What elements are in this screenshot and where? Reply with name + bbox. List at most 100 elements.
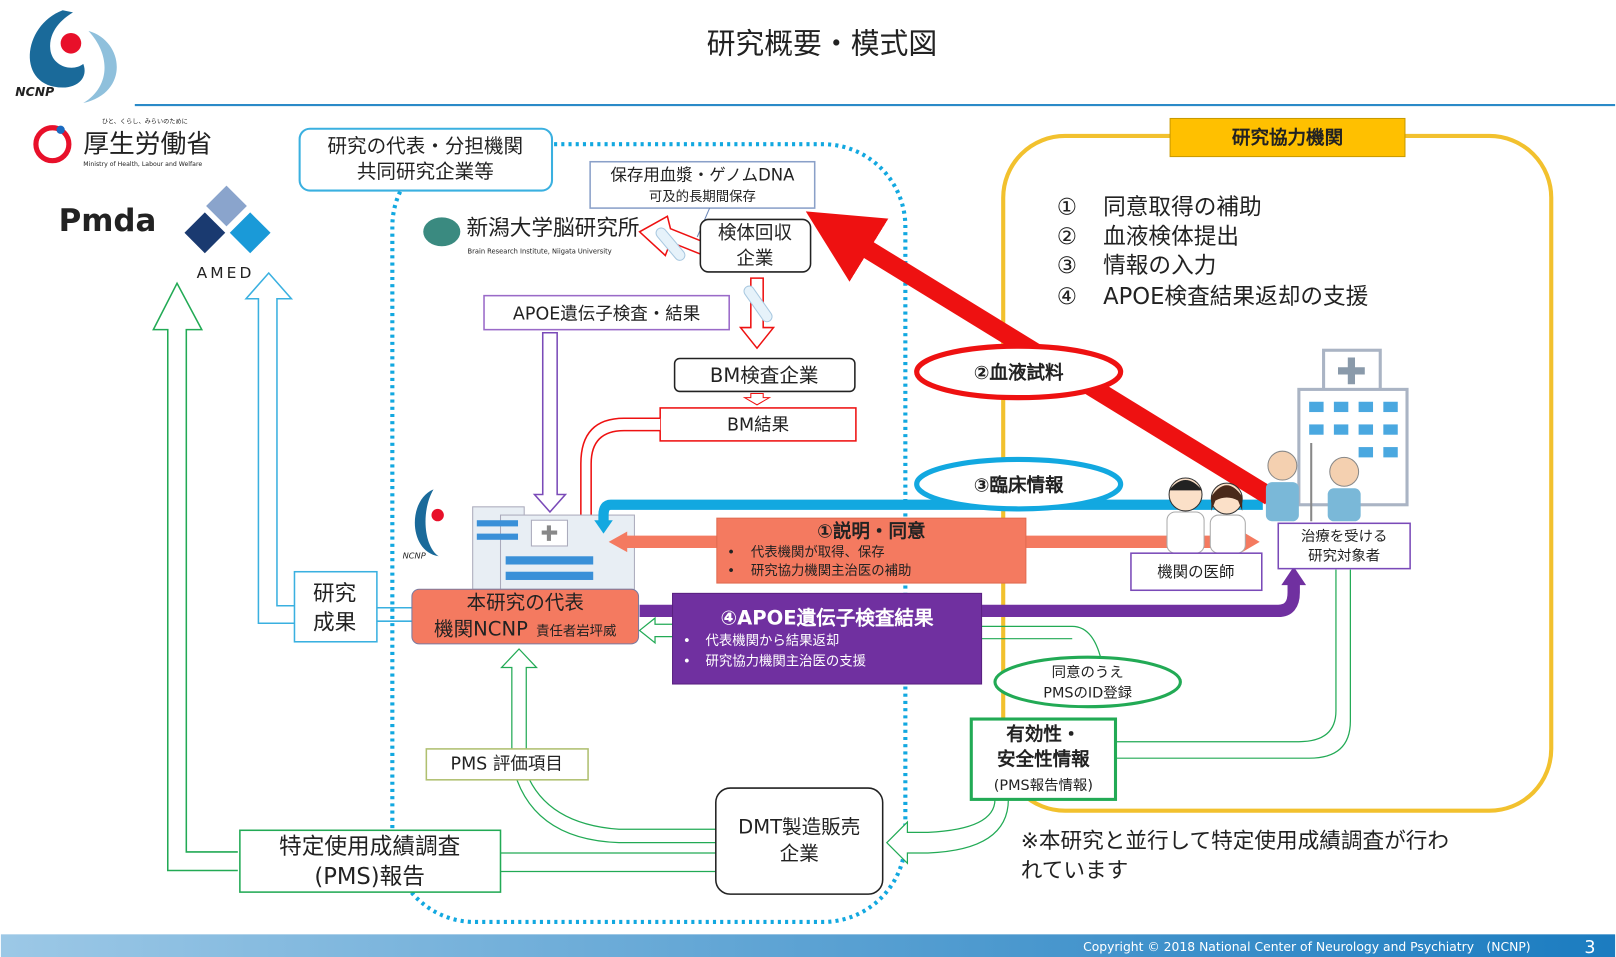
svg-text:NCNP: NCNP [15,85,54,99]
pms-items-box [425,748,589,781]
svg-text:(PMS)報告: (PMS)報告 [314,864,425,890]
svg-text:PMS 評価項目: PMS 評価項目 [451,755,563,775]
cooperating-label-text: 研究協力機関 [1232,127,1343,149]
svg-text:•: • [727,545,735,560]
svg-text:•: • [683,654,691,669]
svg-text:厚生労働省: 厚生労働省 [83,129,212,159]
footer-bar [0,934,1616,957]
svg-text:安全性情報: 安全性情報 [997,748,1090,770]
svg-text:研究対象者: 研究対象者 [1308,547,1380,564]
dmt-company-box [715,787,884,895]
svg-text:④: ④ [1057,284,1077,310]
brain-institute-logo: 新潟大学脳研究所 Brain Research Institute, Niiga… [423,216,640,255]
clinical-info-ellipse [914,456,1124,512]
svg-text:APOE遺伝子検査・結果: APOE遺伝子検査・結果 [513,304,700,324]
svg-text:情報の入力: 情報の入力 [1103,253,1216,279]
bm-company-box [673,357,856,393]
svg-text:BM検査企業: BM検査企業 [710,364,819,387]
svg-text:治療を受ける: 治療を受ける [1301,528,1387,545]
svg-text:PMSのID登録: PMSのID登録 [1043,684,1132,701]
lead-institution-region [390,142,908,925]
svg-text:企業: 企業 [780,842,819,865]
svg-text:•: • [683,634,691,649]
svg-text:保存用血漿・ゲノムDNA: 保存用血漿・ゲノムDNA [610,165,795,184]
svg-text:NCNP: NCNP [403,550,426,560]
pms-report-box [239,829,502,893]
svg-text:機関の医師: 機関の医師 [1157,563,1234,581]
svg-text:代表機関が取得、保存: 代表機関が取得、保存 [751,543,885,560]
doctor-box [1130,552,1263,592]
patients-icon [1265,442,1361,522]
svg-text:代表機関から結果返却: 代表機関から結果返却 [706,633,840,649]
ncnp-lead-box [411,588,640,645]
dmt-to-ncnp-arrow [500,648,716,844]
doctors-icon [1166,477,1246,554]
consent-box [716,517,1027,584]
svg-text:④APOE遺伝子検査結果: ④APOE遺伝子検査結果 [721,606,934,629]
apoe-result-box [672,592,983,685]
test-tube-icon [743,285,773,323]
svg-text:検体回収: 検体回収 [718,223,792,244]
page-number: 3 [1584,938,1595,957]
page-title: 研究概要・模式図 [707,27,938,61]
svg-text:AMED: AMED [197,264,255,282]
svg-text:特定使用成績調査: 特定使用成績調査 [279,834,460,860]
svg-text:③: ③ [1057,253,1077,279]
note-text: ※本研究と並行して特定使用成績調査が行わ [1021,829,1449,854]
cooperating-list: ① 同意取得の補助 ② 血液検体提出 ③ 情報の入力 ④ APOE検査結果返却の支援 [1057,194,1369,310]
svg-text:(PMS報告情報): (PMS報告情報) [994,777,1093,794]
hospital-icon [1297,348,1409,507]
efficacy-box [969,717,1118,801]
ncnp-logo: NCNP [15,10,117,104]
efficacy-to-dmt-arrow [885,799,1009,865]
svg-text:同意のうえ: 同意のうえ [1052,663,1124,681]
svg-text:有効性・: 有効性・ [1006,724,1080,746]
svg-text:研究協力機関主治医の補助: 研究協力機関主治医の補助 [751,563,912,579]
pmda-logo: Pmda [59,203,157,239]
storage-box [589,160,816,209]
svg-text:①: ① [1057,194,1077,220]
apoe-result-flow [639,582,1300,618]
cooperating-label [1169,117,1406,158]
pms-id-ellipse [993,655,1182,709]
svg-text:DMT製造販売: DMT製造販売 [738,815,860,838]
svg-text:新潟大学脳研究所: 新潟大学脳研究所 [467,216,640,241]
svg-text:•: • [727,564,735,579]
svg-text:②血液試料: ②血液試料 [974,362,1064,384]
svg-text:③臨床情報: ③臨床情報 [974,474,1064,496]
svg-text:②: ② [1057,224,1077,250]
apoe-to-ncnp-arrow [532,331,568,514]
svg-text:研究協力機関主治医の支援: 研究協力機関主治医の支援 [706,653,867,669]
apoe-test-box [483,294,730,331]
svg-text:研究の代表・分担機関: 研究の代表・分担機関 [327,134,523,157]
test-tube-icon [655,227,686,261]
svg-text:Brain Research Institute, Niig: Brain Research Institute, Niigata Univer… [468,247,612,255]
svg-text:企業: 企業 [736,249,773,270]
lead-institutions-box [298,127,554,192]
svg-text:研究: 研究 [313,582,356,607]
svg-text:ひと、くらし、みらいのために: ひと、くらし、みらいのために [102,119,188,126]
research-results-box [293,570,378,643]
research-results-arrow [244,271,295,625]
svg-text:APOE検査結果返却の支援: APOE検査結果返却の支援 [1103,284,1368,310]
svg-text:成果: 成果 [313,610,356,635]
patient-box [1277,522,1411,570]
to-bm-company-arrow [738,277,776,350]
copyright: Copyright © 2018 National Center of Neur… [1083,940,1531,954]
mhlw-logo: ひと、くらし、みらいのために 厚生労働省 Ministry of Health,… [33,119,212,168]
note-text: れています [1021,859,1128,884]
svg-text:①説明・同意: ①説明・同意 [817,521,925,543]
blood-sample-ellipse [914,343,1124,401]
svg-text:可及的長期間保存: 可及的長期間保存 [649,189,756,205]
svg-text:BM結果: BM結果 [727,416,789,436]
svg-text:Ministry of Health, Labour and: Ministry of Health, Labour and Welfare [83,161,202,168]
clinical-info-flow [598,499,1263,524]
pms-report-arrow [152,281,238,872]
svg-text:本研究の代表: 本研究の代表 [467,591,584,614]
svg-text:共同研究企業等: 共同研究企業等 [357,160,494,183]
svg-text:血液検体提出: 血液検体提出 [1103,224,1239,250]
ncnp-building-icon: NCNP [403,489,635,590]
amed-logo: AMED [184,185,271,282]
svg-text:同意取得の補助: 同意取得の補助 [1103,194,1262,220]
